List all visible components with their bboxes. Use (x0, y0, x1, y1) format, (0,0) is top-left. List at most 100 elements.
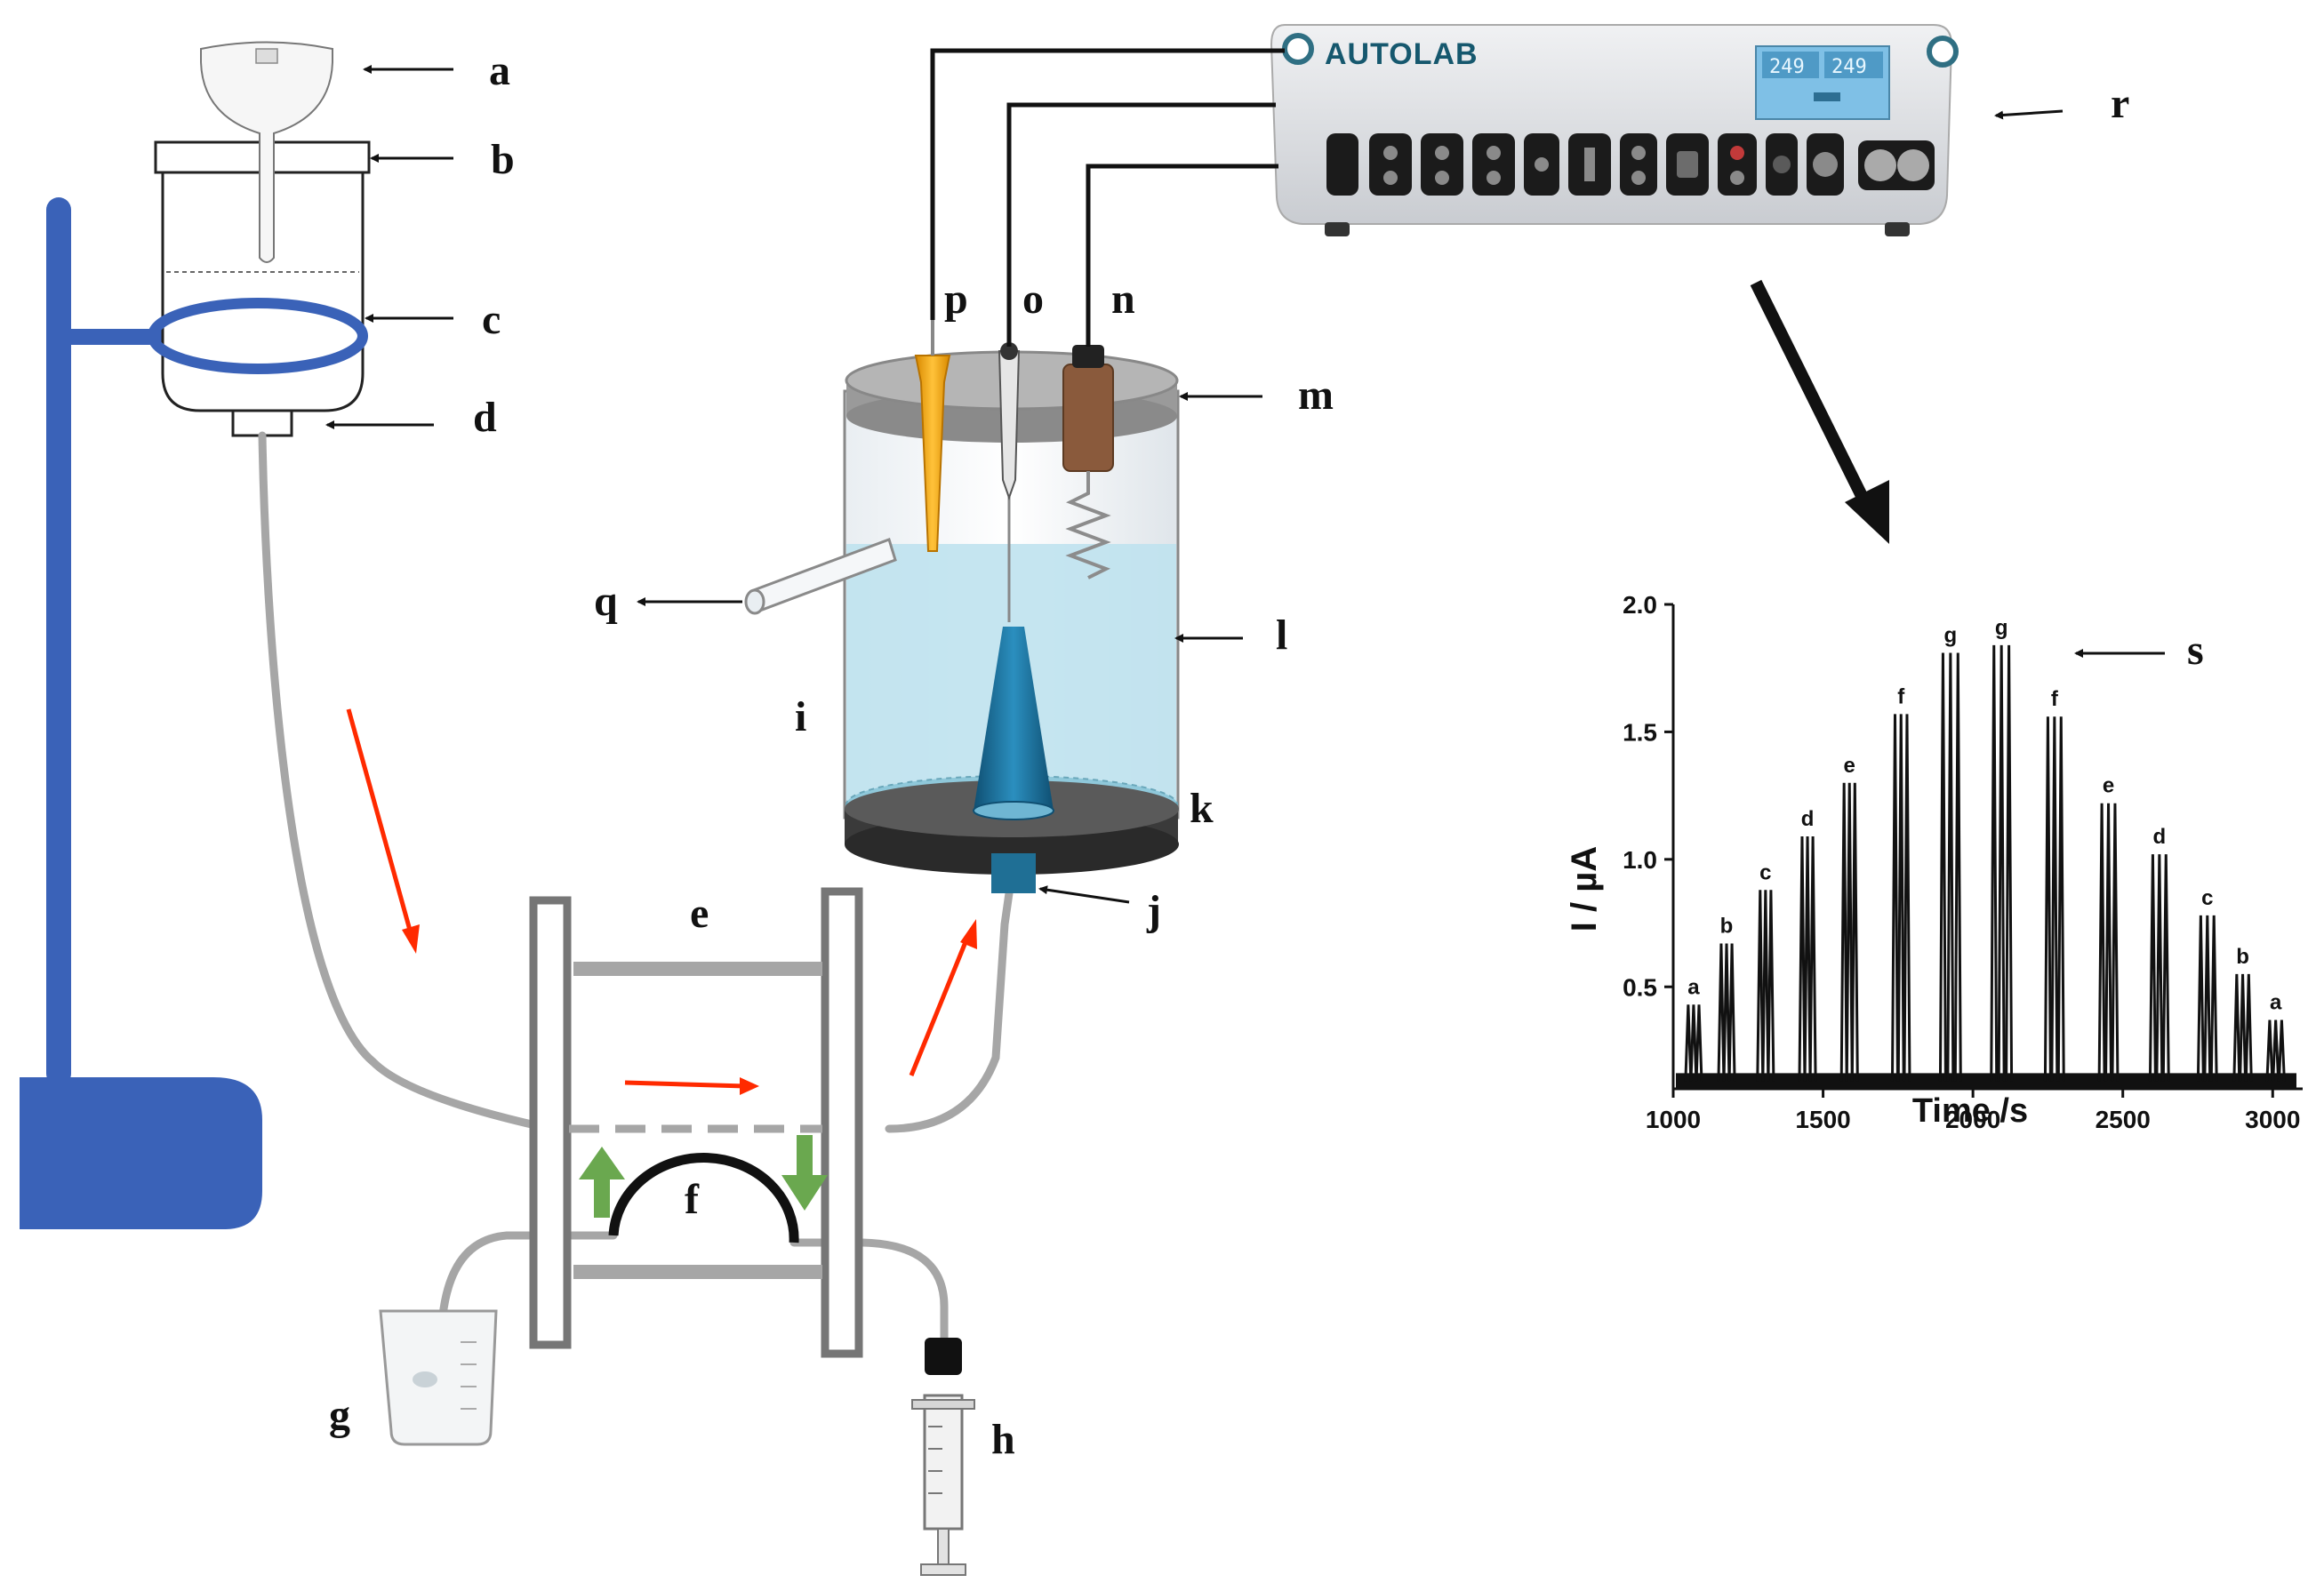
chart-peak (2209, 915, 2218, 1082)
display-readout-2: 249 (1831, 56, 1867, 78)
pump-roller-arc (608, 1153, 799, 1243)
label-m: m (1298, 372, 1334, 419)
reference-electrode-p (914, 355, 951, 552)
chart-x-tick-label: 3000 (2245, 1106, 2300, 1133)
connector-panel (1326, 133, 1935, 196)
chart-y-tick-label: 1.5 (1623, 718, 1657, 746)
chart-peak (2265, 1019, 2274, 1082)
label-a: a (489, 47, 510, 94)
chart-peak (2196, 915, 2205, 1082)
chart-peak (2155, 854, 2164, 1082)
chart-peak (1946, 652, 1955, 1082)
inlet-j (991, 853, 1036, 893)
chart-y-tick-label: 2.0 (1623, 591, 1657, 619)
chart-peak (1727, 943, 1736, 1082)
label-d: d (473, 394, 497, 441)
label-j: j (1146, 887, 1161, 934)
chart-peak (1839, 782, 1848, 1082)
beaker-mark (413, 1371, 437, 1387)
pointer-r (1994, 109, 2064, 120)
working-electrode-top (1000, 342, 1018, 360)
chart-peak (1695, 1004, 1703, 1082)
flow-arrowhead-pump (740, 1077, 759, 1095)
chart-peak-label: d (2153, 825, 2167, 849)
chart-peak (2056, 716, 2065, 1082)
label-b: b (491, 136, 515, 183)
chart-peak-label: f (1897, 684, 1905, 708)
chart-x-tick-label: 1500 (1795, 1106, 1850, 1133)
potentiostat-led-right (1927, 36, 1959, 68)
flow-arrowhead-inlet (402, 924, 420, 954)
tube-beaker-to-pump (438, 1231, 618, 1320)
support-ring (148, 298, 368, 374)
electrode-leads (930, 48, 1285, 347)
chart-peak (1803, 836, 1812, 1082)
working-electrode-holder-o (998, 350, 1021, 501)
label-g: g (329, 1392, 350, 1439)
syringe-barrel (923, 1394, 964, 1531)
wall-jet-electrode-cone (974, 627, 1054, 811)
display-box-2 (1824, 52, 1883, 78)
chart-peak-label: a (2270, 991, 2282, 1015)
label-n: n (1111, 276, 1135, 323)
chart-peak-label: g (1944, 624, 1958, 648)
chart-peak (2043, 716, 2052, 1082)
chart-peak (2239, 973, 2248, 1082)
stand-base (20, 1077, 262, 1229)
chart-peak (1808, 836, 1817, 1082)
chart-peak-label: c (1759, 860, 1771, 884)
chart-peak-label: b (2236, 945, 2249, 969)
chart-x-tick-label: 2500 (2096, 1106, 2151, 1133)
chart-peak (1990, 644, 1999, 1082)
chart-peak-label: e (1844, 754, 1855, 778)
chart-peak (1938, 652, 1947, 1082)
chart-peak (2148, 854, 2157, 1082)
flow-arrow-inlet (346, 708, 413, 934)
chart-peak (1997, 644, 2006, 1082)
flow-arrow-outlet (909, 937, 970, 1076)
chart-peak-label: d (1801, 807, 1815, 831)
chart-peak (2050, 716, 2059, 1082)
chart-peak (1722, 943, 1731, 1082)
funnel-stopper (255, 48, 278, 64)
chart-peak (1717, 943, 1726, 1082)
beaker-body (379, 1309, 498, 1446)
chart-peak (2203, 915, 2212, 1082)
cone-mouth (973, 801, 1054, 820)
tube-reservoir-to-pump (258, 431, 556, 1133)
display-indicator (1814, 92, 1840, 101)
label-r: r (2111, 80, 2129, 127)
reservoir-outlet (231, 409, 293, 437)
display-readout-1: 249 (1769, 56, 1805, 78)
chart-peak (2111, 803, 2120, 1082)
lead-reference (930, 48, 1285, 320)
waste-beaker (379, 1309, 498, 1446)
potentiostat-foot-left (1325, 222, 1350, 236)
chart-peak (2277, 1019, 2286, 1082)
side-arm-opening (744, 588, 765, 615)
potentiostat-brand: AUTOLAB (1325, 37, 1479, 71)
chart-x-tick-label: 2000 (1945, 1106, 2000, 1133)
counter-electrode-holder-n (1062, 364, 1114, 472)
chart-peak-label: g (1995, 616, 2008, 640)
chart-peak (1896, 714, 1905, 1082)
chart-peak (2272, 1019, 2280, 1082)
pump-direction-arrow-up (579, 1147, 625, 1218)
potentiostat: AUTOLAB 249 249 (1270, 24, 1959, 236)
potentiostat-led-left (1282, 33, 1314, 65)
chart-peak (2104, 803, 2113, 1082)
pump-direction-arrow-down (781, 1135, 828, 1211)
chart-y-tick-label: 0.5 (1623, 973, 1657, 1001)
label-p: p (944, 276, 968, 323)
chart-peak-label: e (2103, 774, 2114, 798)
flow-arrowhead-outlet (960, 919, 977, 949)
pump-side-left (529, 896, 572, 1349)
chart-y-axis-label: I / µA (1565, 846, 1604, 931)
chart-peak (2232, 973, 2241, 1082)
syringe-cap (925, 1338, 962, 1375)
chart-peak (1689, 1004, 1698, 1082)
chart-peak (1903, 714, 1911, 1082)
chart-peak (1767, 890, 1775, 1082)
tube-pump-to-cell (885, 889, 1014, 1133)
